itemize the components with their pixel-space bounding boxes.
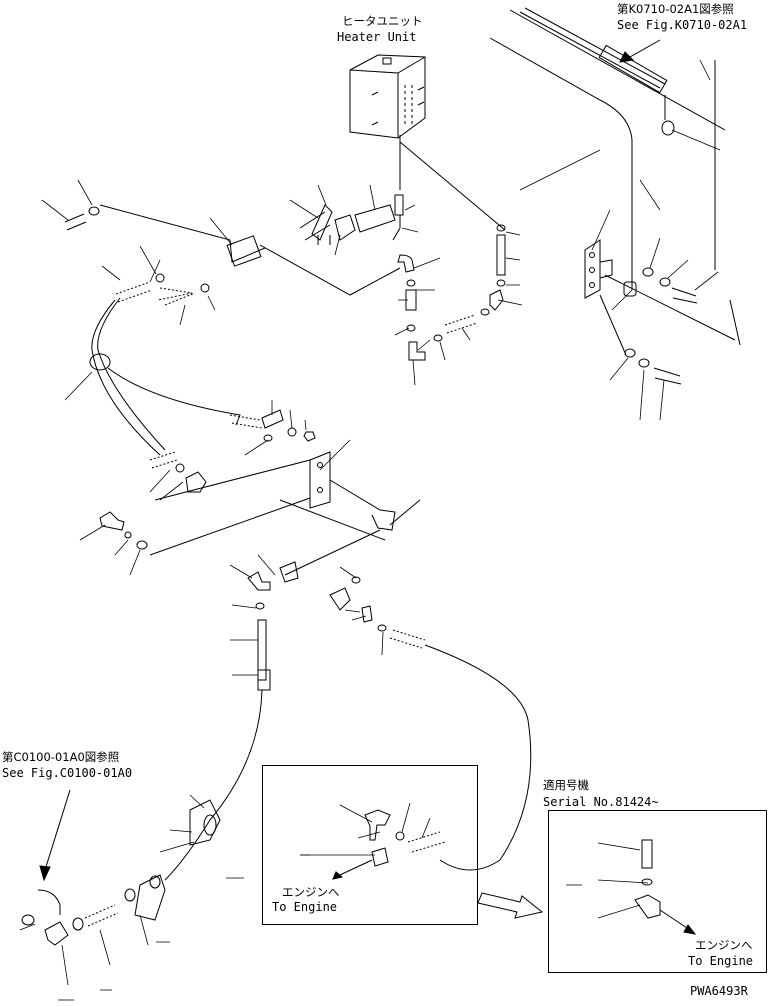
cab-frame (489, 7, 741, 346)
reference-c0100-jp: 第C0100-01A0図参照 (2, 750, 120, 764)
reference-c0100-en: See Fig.C0100-01A0 (2, 766, 133, 780)
detail-box-engine (262, 765, 478, 925)
to-engine-label-en-1: To Engine (272, 900, 338, 914)
bracket-plate (584, 239, 736, 385)
detail-box-serial (548, 810, 767, 973)
reference-arrows (39, 39, 661, 882)
drawing-number: PWA6493R (690, 984, 748, 998)
heater-unit (349, 54, 426, 190)
mid-bracket (149, 451, 421, 556)
to-engine-label-jp-2: エンジンへ (695, 938, 753, 952)
to-engine-label-en-2: To Engine (688, 954, 754, 968)
reference-k0710-jp: 第K0710-02A1図参照 (617, 2, 734, 16)
serial-label-jp: 適用号機 (543, 778, 589, 792)
serial-label-en: Serial No.81424~ (543, 795, 659, 809)
clamp-assembly (21, 799, 221, 946)
detail-box-2-parts (634, 839, 697, 935)
lower-fittings (99, 511, 381, 691)
leader-lines (19, 59, 721, 1001)
reference-k0710-en: See Fig.K0710-02A1 (617, 18, 748, 32)
left-hose-assembly (64, 204, 401, 493)
heater-unit-label-en: Heater Unit (337, 30, 417, 44)
to-engine-label-jp-1: エンジンへ (282, 885, 340, 899)
transition-arrow (477, 892, 544, 919)
detail-box-1-parts (332, 809, 446, 880)
heater-unit-label-jp: ヒータユニット (342, 14, 423, 28)
heater-hoses (299, 141, 506, 361)
